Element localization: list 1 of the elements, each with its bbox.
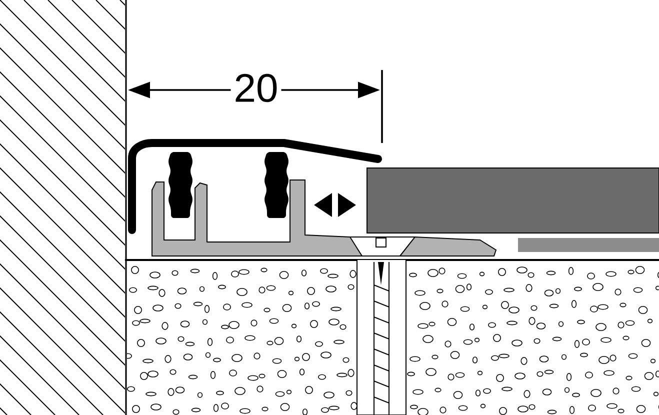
dimension-label: 20 <box>230 70 282 106</box>
